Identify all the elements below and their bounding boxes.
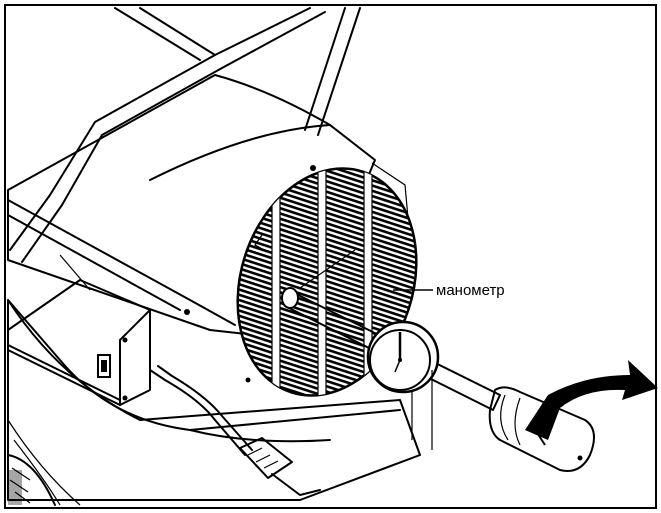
handle-frame-icon [9,7,361,263]
control-box-icon [7,279,151,406]
grille-icon [236,149,418,411]
pressure-gauge-label: манометр [436,282,505,299]
frame-border [4,4,657,509]
probe-handle-icon [488,386,595,472]
curved-arrow-icon [525,360,658,446]
power-cord-icon [149,365,321,496]
wheel-icon [7,454,56,506]
pressure-gauge-icon [366,320,440,450]
